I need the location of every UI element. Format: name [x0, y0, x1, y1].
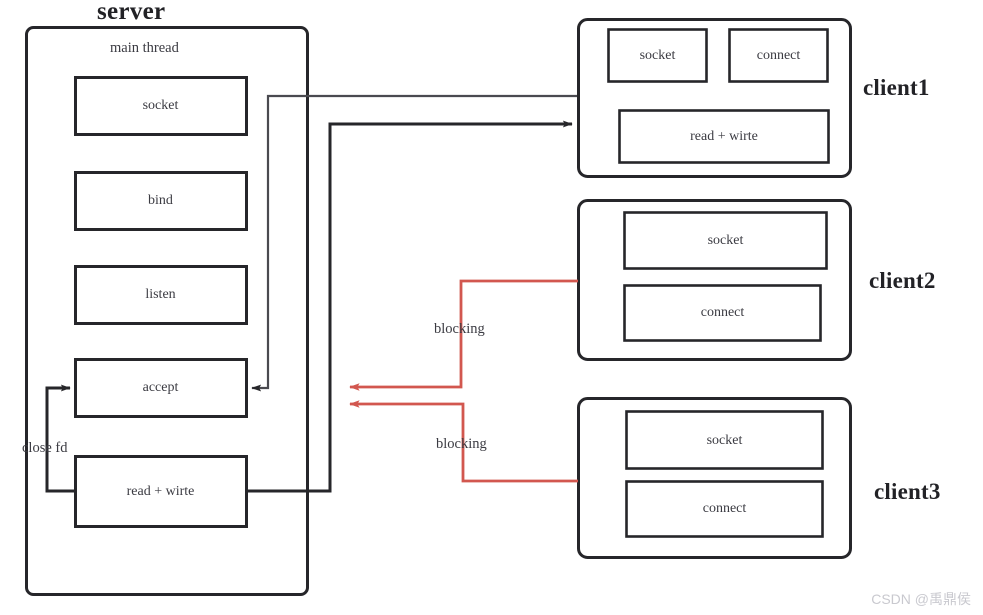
edge-readwrite-to-client1 [247, 120, 573, 493]
blocking-label-client3: blocking [436, 436, 487, 452]
blocking-label-client2: blocking [434, 321, 485, 337]
edge-client2-blocking [349, 279, 578, 391]
client2-title: client2 [869, 268, 936, 293]
client3-title: client3 [874, 479, 941, 504]
server-step-listen-box[interactable] [74, 265, 248, 325]
csdn-watermark: CSDN @禹鼎侯 [871, 591, 971, 607]
client2-box-socket[interactable] [623, 211, 828, 270]
client3-box-socket[interactable] [625, 410, 824, 470]
server-container [25, 26, 309, 596]
client2-box-connect[interactable] [623, 284, 822, 342]
edge-client1-to-accept [251, 94, 578, 392]
client1-container [577, 18, 852, 178]
server-title: server [97, 0, 166, 25]
client2-container [577, 199, 852, 361]
edge-client3-blocking [349, 400, 578, 483]
close-fd-label: close fd [22, 440, 68, 456]
client1-title: client1 [863, 75, 930, 100]
edge-close-fd-loop [45, 384, 75, 493]
client1-box-connect[interactable] [728, 28, 829, 83]
client1-box-read-write[interactable] [618, 109, 830, 164]
client3-box-connect[interactable] [625, 480, 824, 538]
server-step-socket-box[interactable] [74, 76, 248, 136]
server-step-read-write-box[interactable] [74, 455, 248, 528]
client3-container [577, 397, 852, 559]
server-step-accept-box[interactable] [74, 358, 248, 418]
server-step-bind-box[interactable] [74, 171, 248, 231]
client1-box-socket[interactable] [607, 28, 708, 83]
